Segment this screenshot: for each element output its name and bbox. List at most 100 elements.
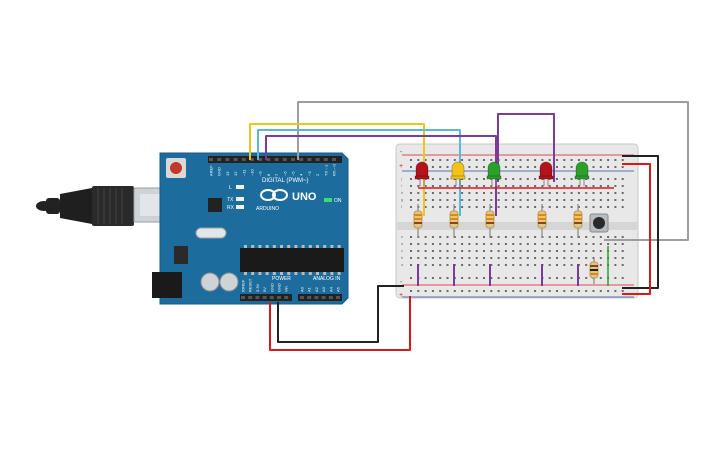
- digital-pin-label: ~9: [258, 171, 263, 176]
- digital-pin-label: GND: [217, 167, 222, 176]
- green-led-2[interactable]: [574, 161, 590, 186]
- leds[interactable]: [414, 161, 590, 186]
- resistors[interactable]: [413, 204, 583, 238]
- push-button-cap: [593, 217, 605, 229]
- row-letter: e: [401, 234, 404, 239]
- digital-pin[interactable]: [307, 158, 312, 161]
- digital-pin[interactable]: [291, 158, 295, 161]
- atmega-chip: [240, 248, 344, 272]
- power-pin[interactable]: [262, 296, 267, 299]
- yellow-led[interactable]: [450, 161, 466, 186]
- power-pin[interactable]: [284, 296, 289, 299]
- digital-pin[interactable]: [217, 158, 222, 161]
- analog-pin[interactable]: [321, 296, 326, 299]
- digital-pin[interactable]: [299, 158, 304, 161]
- digital-pin[interactable]: [250, 158, 254, 161]
- digital-pin-label: ~5: [291, 171, 296, 176]
- pulldown-resistor[interactable]: [589, 258, 599, 284]
- resistor[interactable]: [413, 204, 423, 238]
- resistor[interactable]: [485, 204, 495, 238]
- digital-pin-label: ~10: [250, 168, 255, 176]
- power-pin-label: IOREF: [241, 279, 246, 292]
- analog-pin[interactable]: [328, 296, 333, 299]
- digital-pin[interactable]: [241, 158, 246, 161]
- digital-pin-label: 4: [299, 173, 304, 176]
- arduino-logo-icon: [260, 189, 288, 201]
- black-wire-right: [622, 155, 659, 289]
- analog-pin[interactable]: [314, 296, 319, 299]
- digital-pin[interactable]: [266, 158, 271, 161]
- power-led-label: ON: [334, 198, 342, 204]
- breadboard-center-channel: [396, 222, 638, 230]
- digital-pin[interactable]: [315, 158, 320, 161]
- board-brand-label: ARDUINO: [256, 206, 279, 212]
- digital-pin-label: ~3: [307, 171, 312, 176]
- chip-legs: [244, 245, 341, 275]
- power-jack: [152, 272, 182, 298]
- digital-pin[interactable]: [233, 158, 238, 161]
- led-tx-label: TX: [227, 197, 234, 203]
- power-pin-label: 3.3V: [255, 283, 260, 292]
- analog-pin-label: A2: [314, 286, 319, 292]
- row-letter: j: [400, 176, 402, 181]
- power-pin-label: GND: [269, 283, 274, 292]
- bottom-plus-label: +: [399, 292, 403, 299]
- row-letter: c: [401, 248, 403, 253]
- resistor[interactable]: [449, 204, 459, 238]
- analog-label: ANALOG IN: [313, 276, 341, 282]
- red-led-1[interactable]: [414, 161, 430, 186]
- power-pin[interactable]: [241, 296, 245, 299]
- analog-pin-label: A4: [328, 286, 333, 292]
- ground-jumpers[interactable]: [417, 264, 579, 286]
- voltage-regulator: [174, 246, 188, 264]
- digital-pin-label: 8: [266, 173, 271, 176]
- reset-button-cap[interactable]: [170, 162, 182, 174]
- digital-pin[interactable]: [332, 158, 336, 161]
- digital-pin-label: ~11: [241, 169, 246, 176]
- row-letter: g: [401, 197, 403, 202]
- analog-pin[interactable]: [336, 296, 340, 299]
- black-wire-power: [277, 285, 404, 343]
- analog-header: [298, 294, 342, 301]
- onboard-leds: L TX RX: [227, 185, 244, 211]
- power-analog-pin-holes[interactable]: [241, 296, 340, 299]
- power-pin[interactable]: [248, 296, 253, 299]
- digital-pin[interactable]: [209, 158, 213, 161]
- capacitor-1: [200, 272, 220, 292]
- green-led-1[interactable]: [486, 161, 502, 186]
- analog-pin[interactable]: [300, 296, 304, 299]
- red-wire-power: [269, 296, 411, 351]
- digital-pin[interactable]: [282, 158, 287, 161]
- wires[interactable]: [249, 101, 689, 351]
- digital-pin[interactable]: [258, 158, 263, 161]
- digital-pin[interactable]: [225, 158, 230, 161]
- top-plus-label: +: [399, 163, 403, 170]
- row-letter: d: [401, 241, 403, 246]
- power-pin[interactable]: [255, 296, 260, 299]
- digital-pin[interactable]: [323, 158, 328, 161]
- digital-pwm-label: DIGITAL (PWM~): [262, 178, 309, 184]
- power-pin[interactable]: [269, 296, 274, 299]
- analog-pin-label: A3: [321, 286, 326, 292]
- power-label: POWER: [272, 276, 291, 282]
- digital-pin-label: 13: [225, 171, 230, 176]
- analog-pin-label: A5: [336, 286, 341, 292]
- gray-wire: [297, 101, 689, 241]
- analog-pin-label: A1: [307, 286, 312, 292]
- resistor[interactable]: [537, 204, 547, 238]
- red-wire-right: [622, 163, 651, 295]
- analog-pin[interactable]: [307, 296, 312, 299]
- red-led-2[interactable]: [538, 161, 554, 186]
- usb-chip: [208, 198, 222, 212]
- power-pin[interactable]: [277, 296, 281, 299]
- digital-pin[interactable]: [274, 158, 279, 161]
- crystal-oscillator: [195, 227, 227, 239]
- resistor[interactable]: [573, 204, 583, 238]
- push-button[interactable]: [589, 213, 609, 233]
- digital-pin-holes[interactable]: [209, 158, 336, 161]
- digital-pin-label: TX→1: [323, 164, 328, 176]
